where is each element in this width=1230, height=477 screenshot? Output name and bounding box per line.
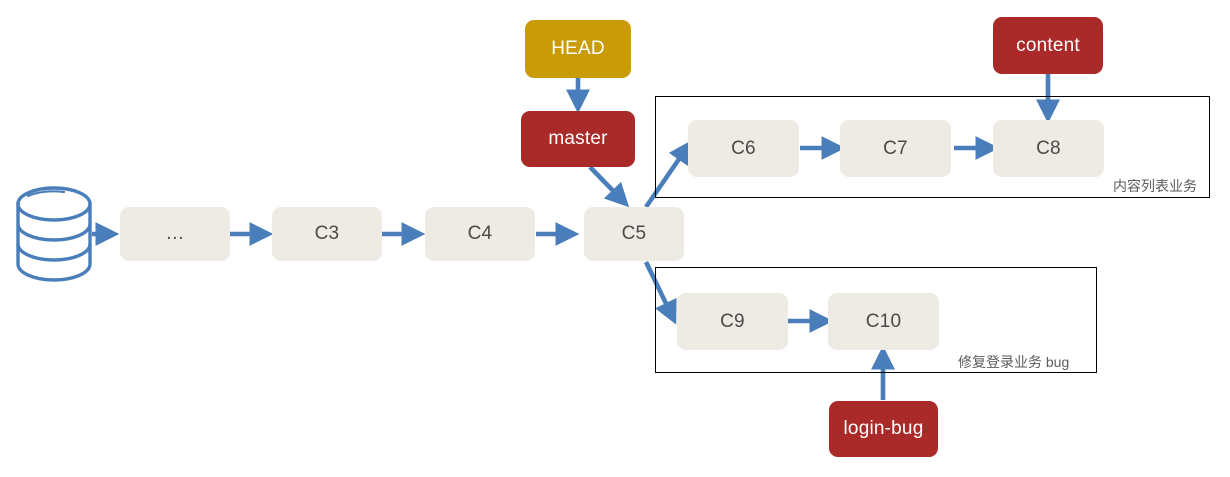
commit-node-c4[interactable]: C4	[425, 207, 535, 261]
content-branch-frame	[655, 96, 1210, 198]
login-bug-branch-frame	[655, 267, 1097, 373]
commit-node-c9[interactable]: C9	[677, 293, 788, 350]
commit-node-ellipsis[interactable]: …	[120, 207, 230, 261]
content-branch-label: 内容列表业务	[1113, 178, 1197, 194]
edge-master-to-c5	[588, 165, 630, 208]
commit-node-c3[interactable]: C3	[272, 207, 382, 261]
login-bug-branch-label: 修复登录业务 bug	[958, 354, 1070, 370]
ref-node-master[interactable]: master	[521, 111, 635, 167]
commit-node-c5[interactable]: C5	[584, 207, 684, 261]
ref-node-login-bug[interactable]: login-bug	[829, 401, 938, 457]
commit-node-c8[interactable]: C8	[993, 120, 1104, 177]
database-cylinder-icon	[16, 186, 92, 282]
commit-node-c7[interactable]: C7	[840, 120, 951, 177]
commit-node-c10[interactable]: C10	[828, 293, 939, 350]
ref-node-head[interactable]: HEAD	[525, 20, 631, 78]
commit-node-c6[interactable]: C6	[688, 120, 799, 177]
ref-node-content[interactable]: content	[993, 17, 1103, 74]
